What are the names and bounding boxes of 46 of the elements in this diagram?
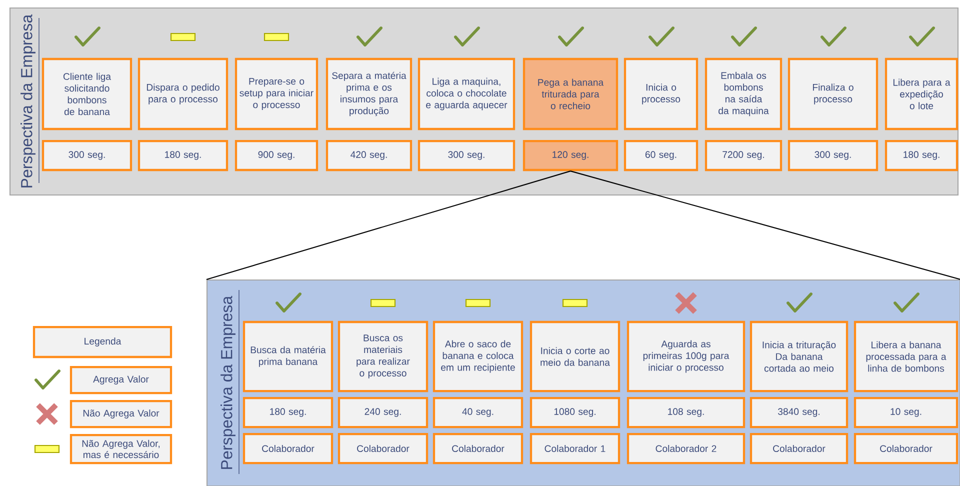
process-box: Dispara o pedido para o processo <box>138 58 228 130</box>
process-box: Colaborador 1 <box>530 432 620 464</box>
process-box: 300 seg. <box>42 140 132 172</box>
process-box: 240 seg. <box>338 396 428 428</box>
process-box: 108 seg. <box>626 396 746 428</box>
process-box: Abre o saco de banana e coloca em um recipiente <box>432 320 524 392</box>
process-box: Colaborador <box>432 432 524 464</box>
process-box: Inicia o corte ao meio da banana <box>530 320 620 392</box>
process-box: 10 seg. <box>854 396 958 428</box>
process-box: Busca da matéria prima banana <box>242 320 334 392</box>
process-box: Colaborador <box>242 432 334 464</box>
process-box: Libera a banana processada para a linha de bombons <box>854 320 958 392</box>
process-box: Legenda <box>32 326 172 358</box>
process-box: 180 seg. <box>242 396 334 428</box>
process-box: 40 seg. <box>432 396 524 428</box>
process-box: Pega a banana triturada para o recheio <box>522 58 618 130</box>
process-box: Liga a maquina, coloca o chocolate e aguarda aquecer <box>418 58 516 130</box>
process-box: 180 seg. <box>138 140 228 172</box>
legend-entry: Agrega Valor <box>70 366 172 394</box>
process-box: Prepare-se o setup para iniciar o processo <box>234 58 318 130</box>
process-box: Colaborador <box>338 432 428 464</box>
legend-entry: Não Agrega Valor <box>70 400 172 428</box>
process-box: Aguarda as primeiras 100g para iniciar o processo <box>626 320 746 392</box>
process-box: 120 seg. <box>522 140 618 172</box>
process-box: 180 seg. <box>884 140 958 172</box>
process-box: 1080 seg. <box>530 396 620 428</box>
process-box: Inicia o processo <box>624 58 698 130</box>
process-box: Embala os bombons na saída da maquina <box>704 58 782 130</box>
process-box: Colaborador <box>854 432 958 464</box>
process-box: Inicia a trituração Da banana cortada ao meio <box>750 320 848 392</box>
process-box: 60 seg. <box>624 140 698 172</box>
process-box: 3840 seg. <box>750 396 848 428</box>
legend-entry: Não Agrega Valor, mas é necessário <box>70 434 172 464</box>
process-box: 300 seg. <box>788 140 878 172</box>
process-box: 900 seg. <box>234 140 318 172</box>
process-box: Busca os materiais para realizar o processo <box>338 320 428 392</box>
process-box: Libera para a expedição o lote <box>884 58 958 130</box>
process-box: 7200 seg. <box>704 140 782 172</box>
process-box: Finaliza o processo <box>788 58 878 130</box>
process-box: Separa a matéria prima e os insumos para produção <box>326 58 412 130</box>
process-box: 420 seg. <box>326 140 412 172</box>
process-box: Colaborador 2 <box>626 432 746 464</box>
process-box: Cliente liga solicitando bombons de banana <box>42 58 132 130</box>
zoom-line <box>206 170 571 280</box>
process-box: 300 seg. <box>418 140 516 172</box>
process-box: Colaborador <box>750 432 848 464</box>
